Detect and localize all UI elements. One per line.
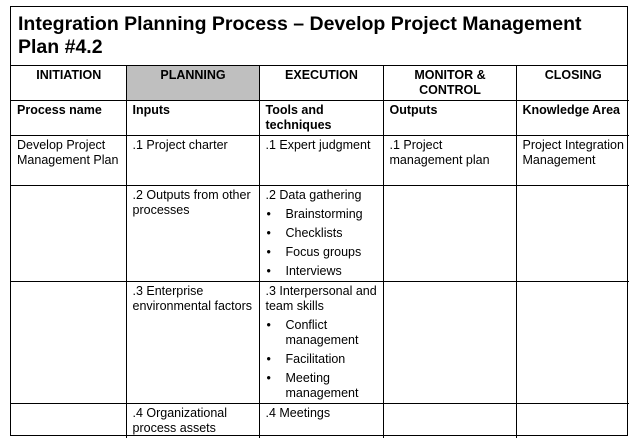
tool-list: Brainstorming Checklists Focus groups In… bbox=[266, 207, 378, 279]
output-cell bbox=[382, 403, 517, 438]
list-item: Meeting management bbox=[266, 371, 378, 401]
header-row: Process name Inputs Tools and techniques… bbox=[11, 100, 629, 136]
knowledge-area-cell bbox=[515, 185, 629, 282]
phase-monitor-control: MONITOR & CONTROL bbox=[382, 66, 517, 101]
phase-initiation: INITIATION bbox=[11, 66, 127, 101]
knowledge-area-cell bbox=[515, 281, 629, 404]
tool-cell: .1 Expert judgment bbox=[258, 135, 384, 186]
input-cell: .1 Project charter bbox=[125, 135, 260, 186]
tool-cell: .4 Meetings bbox=[258, 403, 384, 438]
table-row: Develop Project Management Plan .1 Proje… bbox=[11, 135, 629, 186]
list-item: Focus groups bbox=[266, 245, 378, 260]
knowledge-area-cell bbox=[515, 403, 629, 438]
process-name-cell bbox=[11, 281, 127, 404]
header-tools: Tools and techniques bbox=[258, 100, 384, 136]
tool-list: Conflict management Facilitation Meeting… bbox=[266, 318, 378, 401]
table-row: .2 Outputs from other processes .2 Data … bbox=[11, 185, 629, 282]
phase-execution: EXECUTION bbox=[258, 66, 384, 101]
phase-closing: CLOSING bbox=[515, 66, 629, 101]
tool-title: .2 Data gathering bbox=[265, 188, 362, 202]
header-inputs: Inputs bbox=[125, 100, 260, 136]
output-cell bbox=[382, 185, 517, 282]
table-row: .4 Organizational process assets .4 Meet… bbox=[11, 403, 629, 438]
output-cell bbox=[382, 281, 517, 404]
input-cell: .2 Outputs from other processes bbox=[125, 185, 260, 282]
input-cell: .3 Enterprise environmental factors bbox=[125, 281, 260, 404]
list-item: Facilitation bbox=[266, 352, 378, 367]
page-title: Integration Planning Process – Develop P… bbox=[11, 7, 627, 66]
input-cell: .4 Organizational process assets bbox=[125, 403, 260, 438]
list-item: Interviews bbox=[266, 264, 378, 279]
list-item: Brainstorming bbox=[266, 207, 378, 222]
phase-row: INITIATION PLANNING EXECUTION MONITOR & … bbox=[11, 66, 629, 101]
tool-title: .3 Interpersonal and team skills bbox=[265, 284, 377, 313]
process-table: INITIATION PLANNING EXECUTION MONITOR & … bbox=[11, 66, 629, 438]
header-knowledge-area: Knowledge Area bbox=[515, 100, 629, 136]
process-name-cell bbox=[11, 185, 127, 282]
process-name-cell: Develop Project Management Plan bbox=[11, 135, 127, 186]
output-cell: .1 Project management plan bbox=[382, 135, 517, 186]
header-process-name: Process name bbox=[11, 100, 127, 136]
phase-planning: PLANNING bbox=[125, 66, 260, 101]
knowledge-area-cell: Project Integration Management bbox=[515, 135, 629, 186]
header-outputs: Outputs bbox=[382, 100, 517, 136]
process-document: Integration Planning Process – Develop P… bbox=[10, 6, 629, 438]
table-row: .3 Enterprise environmental factors .3 I… bbox=[11, 281, 629, 404]
list-item: Checklists bbox=[266, 226, 378, 241]
tool-cell: .3 Interpersonal and team skills Conflic… bbox=[258, 281, 384, 404]
process-name-cell bbox=[11, 403, 127, 438]
tool-cell: .2 Data gathering Brainstorming Checklis… bbox=[258, 185, 384, 282]
list-item: Conflict management bbox=[266, 318, 378, 348]
